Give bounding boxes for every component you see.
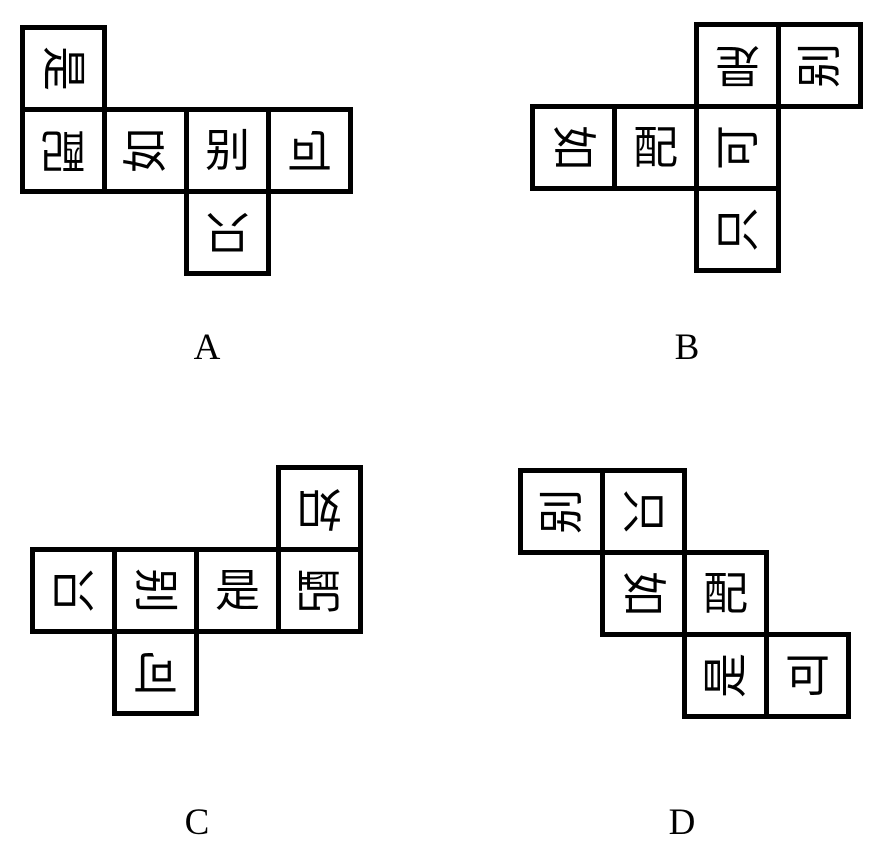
cell-character: 可 <box>784 649 830 702</box>
cell-character: 可 <box>710 124 764 171</box>
cell-character: 是 <box>714 39 760 92</box>
cell-character: 配 <box>632 121 678 174</box>
net-cell: 只 <box>694 186 781 273</box>
cell-character: 是 <box>214 564 260 617</box>
cell-character: 可 <box>132 646 178 699</box>
cell-character: 可 <box>286 124 332 177</box>
cell-character: 是 <box>698 652 752 699</box>
net-cell: 只 <box>30 547 117 634</box>
net-cell: 配 <box>682 550 769 637</box>
cell-character: 如 <box>296 482 342 535</box>
net-cell: 可 <box>112 629 199 716</box>
net-cell: 配 <box>20 107 107 194</box>
net-label-d: D <box>668 802 696 843</box>
net-cell: 只 <box>600 468 687 555</box>
cell-character: 只 <box>710 206 764 253</box>
cell-character: 别 <box>792 42 846 89</box>
net-cell: 是 <box>694 22 781 109</box>
cell-character: 如 <box>546 124 600 171</box>
net-cell: 别 <box>112 547 199 634</box>
net-cell: 可 <box>764 632 851 719</box>
net-cell: 别 <box>776 22 863 109</box>
net-cell: 是 <box>20 25 107 112</box>
net-label-c: C <box>184 802 210 843</box>
net-label-a: A <box>193 327 221 368</box>
net-cell: 配 <box>612 104 699 191</box>
cell-character: 是 <box>36 45 90 92</box>
net-label-b: B <box>674 327 700 368</box>
net-cell: 如 <box>530 104 617 191</box>
cell-character: 只 <box>616 488 670 535</box>
net-cell: 是 <box>682 632 769 719</box>
cell-character: 如 <box>616 570 670 617</box>
net-cell: 别 <box>518 468 605 555</box>
net-cell: 可 <box>266 107 353 194</box>
cell-character: 配 <box>702 567 748 620</box>
net-cell: 可 <box>694 104 781 191</box>
cell-character: 配 <box>40 124 86 177</box>
net-cell: 如 <box>102 107 189 194</box>
net-cell: 只 <box>184 189 271 276</box>
cell-character: 只 <box>46 567 100 614</box>
cell-character: 别 <box>534 488 588 535</box>
net-cell: 别 <box>184 107 271 194</box>
net-cell: 如 <box>276 465 363 552</box>
cell-character: 别 <box>204 124 250 177</box>
cell-character: 只 <box>204 206 250 259</box>
net-cell: 是 <box>194 547 281 634</box>
cell-character: 别 <box>128 567 182 614</box>
net-cell: 如 <box>600 550 687 637</box>
cell-character: 如 <box>118 127 172 174</box>
net-cell: 配 <box>276 547 363 634</box>
cell-character: 配 <box>292 567 346 614</box>
